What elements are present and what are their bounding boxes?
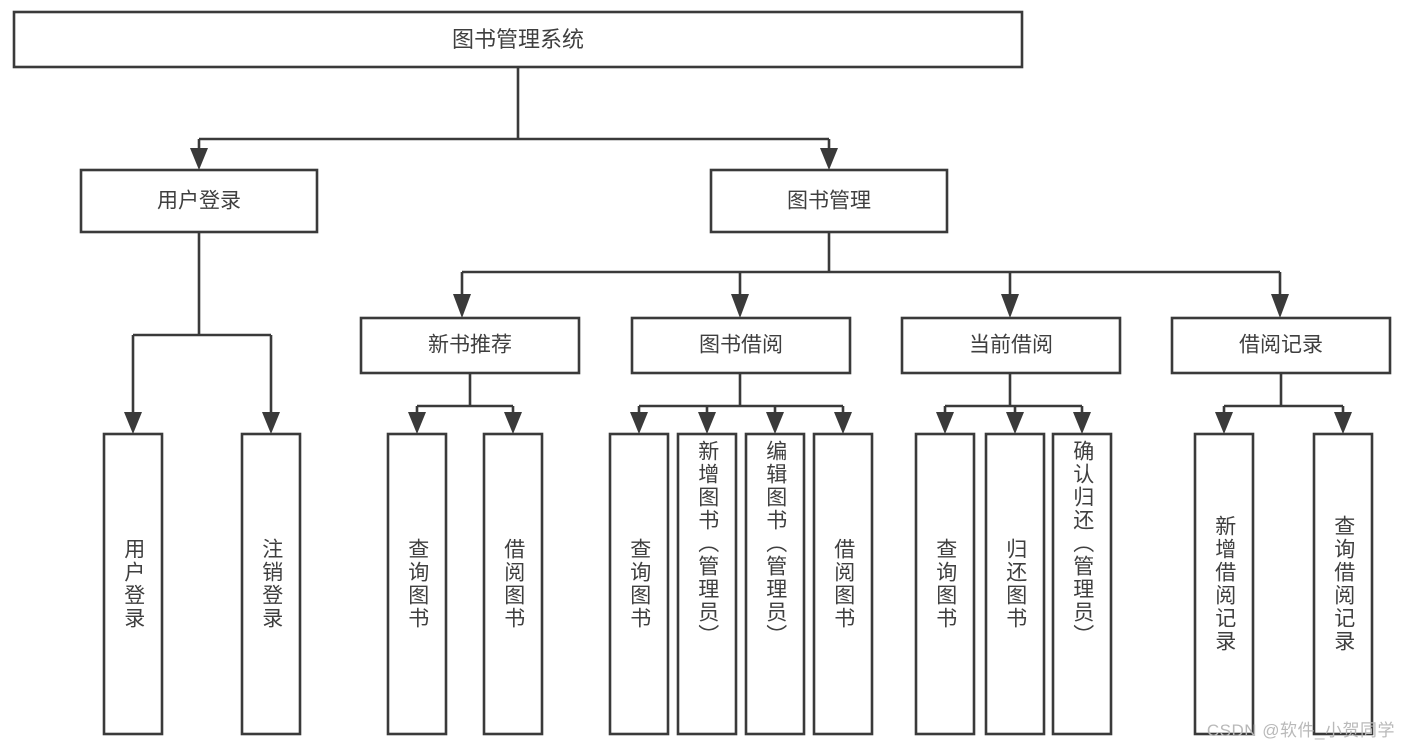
arrow-head-icon-leaf-return-book [1006,412,1024,434]
node-box-leaf-confirm-return[interactable] [1051,432,1113,736]
node-box-leaf-add-book[interactable] [676,432,738,736]
node-box-leaf-query-book-2[interactable] [608,432,670,736]
arrow-head-icon-leaf-confirm-return [1073,412,1091,434]
arrow-head-icon-leaf-query-book-1 [408,412,426,434]
arrow-head-icon-leaf-query-record [1334,412,1352,434]
arrow-head-icon-leaf-query-book-3 [936,412,954,434]
node-box-leaf-borrow-book-1[interactable] [482,432,544,736]
node-box-user-login[interactable] [79,168,319,234]
arrow-head-icon-leaf-borrow-book-1 [504,412,522,434]
node-label-current-borrow: 当前借阅 [969,334,1053,357]
node-box-leaf-borrow-book-2[interactable] [812,432,874,736]
node-box-borrow-records[interactable] [1170,316,1392,375]
node-label-new-book-recommend: 新书推荐 [428,334,512,357]
arrow-head-icon-leaf-query-book-2 [630,412,648,434]
node-label-user-login: 用户登录 [157,190,241,213]
node-label-book-management: 图书管理 [787,190,871,213]
node-box-leaf-query-record[interactable] [1312,432,1374,736]
node-box-current-borrow[interactable] [900,316,1122,375]
node-label-book-borrow: 图书借阅 [699,334,783,357]
arrow-head-icon-borrowrecords [1271,294,1289,318]
arrow-head-icon-newbook [453,294,471,318]
node-box-leaf-edit-book[interactable] [744,432,806,736]
watermark-text: CSDN @软件_小贺同学 [1206,721,1395,740]
node-label-root: 图书管理系统 [452,27,584,52]
arrow-head-icon-userlogin [190,148,208,170]
arrow-head-icon-leaf-user-login [124,412,142,434]
node-box-leaf-logout[interactable] [240,432,302,736]
node-box-book-borrow[interactable] [630,316,852,375]
node-box-leaf-return-book[interactable] [984,432,1046,736]
node-box-book-management[interactable] [709,168,949,234]
node-box-root[interactable] [12,10,1024,69]
arrow-head-icon-leaf-add-book [698,412,716,434]
arrow-head-icon-leaf-borrow-book-2 [834,412,852,434]
arrow-head-icon-bookborrow [731,294,749,318]
node-label-borrow-records: 借阅记录 [1239,334,1323,357]
node-box-leaf-user-login[interactable] [102,432,164,736]
arrow-head-icon-bookmgmt [820,148,838,170]
node-box-leaf-query-book-3[interactable] [914,432,976,736]
arrow-head-icon-leaf-edit-book [766,412,784,434]
node-box-leaf-query-book-1[interactable] [386,432,448,736]
arrow-head-icon-leaf-add-record [1215,412,1233,434]
node-box-new-book-recommend[interactable] [359,316,581,375]
arrow-head-icon-leaf-logout [262,412,280,434]
arrow-head-icon-currentborrow [1001,294,1019,318]
node-box-leaf-add-record[interactable] [1193,432,1255,736]
